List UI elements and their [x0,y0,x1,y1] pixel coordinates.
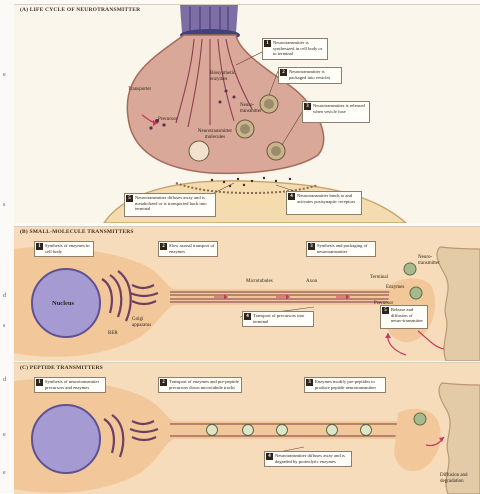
label-neurotransmitter-molecules: Neurotransmitter molecules [192,129,238,140]
vesicle [243,425,254,436]
margin-letter: e [3,72,6,78]
nucleus [32,405,100,473]
vesicle [361,425,372,436]
panel-a-lifecycle: (A) LIFE CYCLE OF NEUROTRANSMITTER Trans… [14,4,480,223]
vesicle [414,413,426,425]
label-neurotransmitter: Neuro-transmitter [240,103,270,114]
axon-stem [180,5,238,33]
label-microtubules: Microtubules [246,279,273,284]
panel-c-peptide: (C) PEPTIDE TRANSMITTERS Diffusion and d… [14,362,480,494]
label-biosynthetic-enzymes: Biosynthetic enzymes [210,71,244,82]
label-diffusion: Diffusion and degradation [440,473,478,484]
label-axon: Axon [306,279,317,284]
postsynaptic-cell [437,247,480,361]
panel-a-illustration [14,5,480,223]
margin-letter: d [3,377,6,383]
label-transporter: Transporter [128,87,151,92]
panel-a-title: (A) LIFE CYCLE OF NEUROTRANSMITTER [20,7,140,13]
label-precursor: Precursor [158,117,177,122]
panel-b-small-molecule: (B) SMALL-MOLECULE TRANSMITTERS Nucleus … [14,226,480,361]
vesicle [327,425,338,436]
margin-letter: e [3,470,6,476]
margin-letter: d [3,293,6,299]
label-golgi: Golgi apparatus [132,317,158,328]
label-terminal: Terminal [370,275,388,280]
margin-letter: e [3,432,6,438]
label-rer: RER [108,331,118,336]
label-neurotransmitter: Neuro-transmitter [418,255,442,266]
label-nucleus: Nucleus [52,300,74,307]
margin-letter: s [3,323,5,329]
margin-letter: s [3,202,5,208]
empty-vesicle [189,141,209,161]
vesicle [207,425,218,436]
vesicle [404,263,416,275]
vesicle [277,425,288,436]
vesicle [410,287,422,299]
label-enzymes: Enzymes [386,285,404,290]
panel-b-title: (B) SMALL-MOLECULE TRANSMITTERS [20,229,134,235]
panel-c-title: (C) PEPTIDE TRANSMITTERS [20,365,103,371]
